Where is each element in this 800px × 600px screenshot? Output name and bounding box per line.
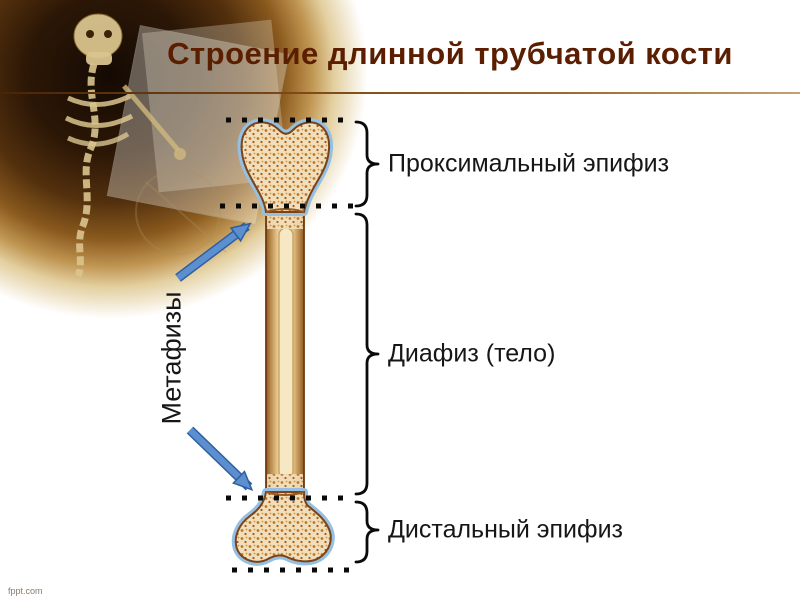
label-proximal-epiphysis: Проксимальный эпифиз — [388, 149, 670, 178]
bone-proximal-epiphysis — [237, 118, 333, 216]
bone-distal-epiphysis — [231, 488, 335, 566]
title-divider — [0, 92, 800, 94]
watermark: fppt.com — [8, 586, 43, 596]
page-title: Строение длинной трубчатой кости — [167, 36, 733, 71]
metaphysis-arrow-upper — [176, 226, 247, 281]
bone-diaphysis — [265, 209, 305, 495]
label-metaphyses: Метафизы — [156, 291, 187, 425]
metaphysis-arrows — [175, 222, 249, 487]
label-diaphysis: Диафиз (тело) — [388, 339, 556, 368]
label-distal-epiphysis: Дистальный эпифиз — [388, 515, 624, 544]
boundary-dots — [220, 117, 358, 573]
brace-diaphysis — [354, 212, 380, 496]
brace-distal-epiphysis — [354, 500, 380, 564]
brace-proximal-epiphysis — [354, 120, 380, 208]
skeleton-icon — [64, 13, 227, 278]
metaphysis-arrow-lower — [187, 427, 249, 487]
